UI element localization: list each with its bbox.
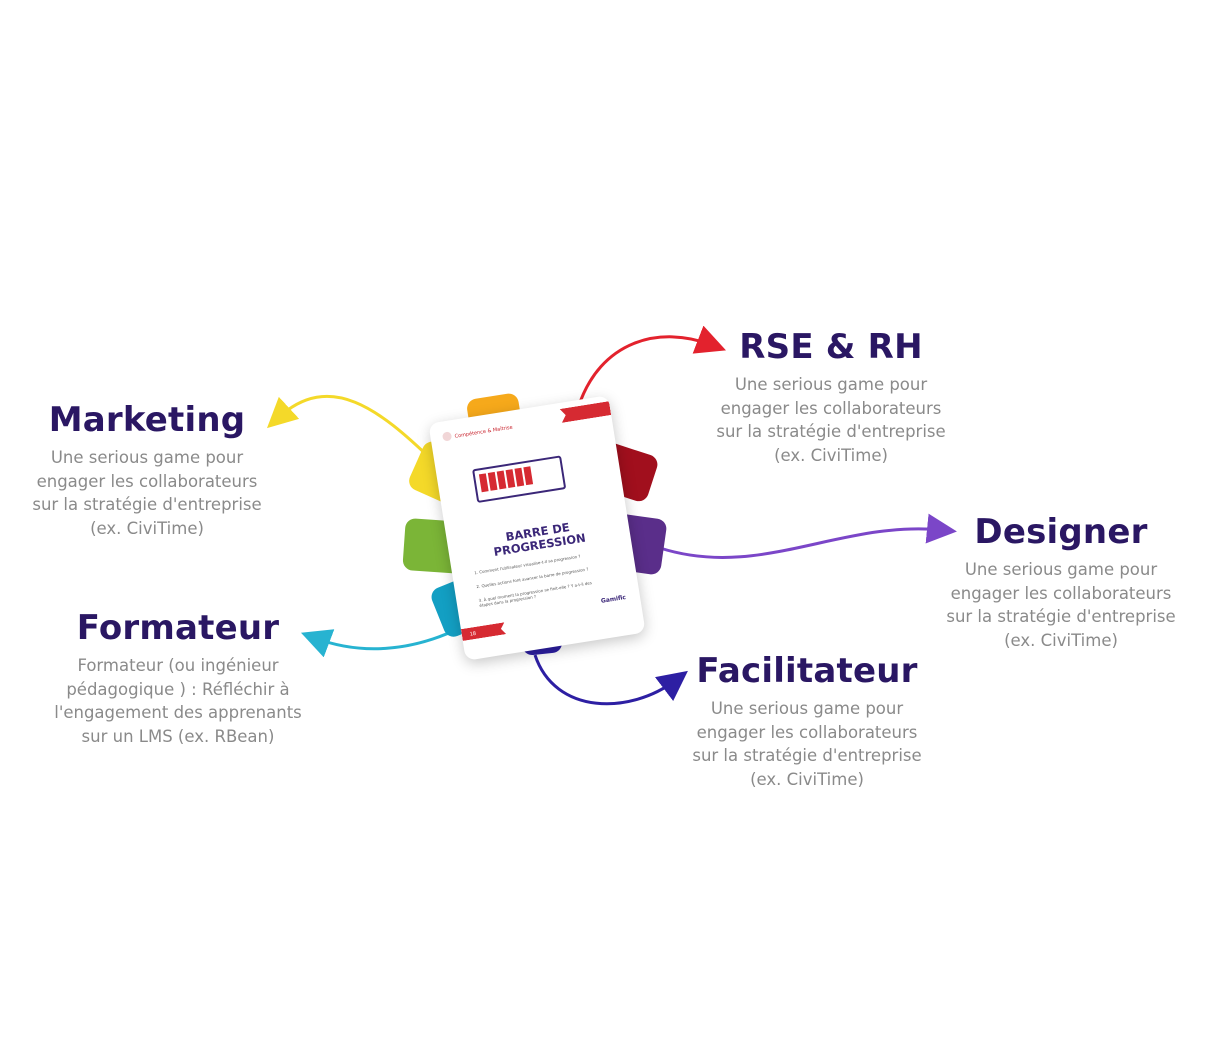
role-description: Une serious game pour engager les collab…: [946, 560, 1176, 650]
progress-bar-illustration: [472, 455, 567, 504]
role-rse: RSE & RH Une serious game pour engager l…: [700, 327, 962, 467]
role-title: Designer: [974, 512, 1148, 552]
arrow-facilitateur: [533, 654, 688, 706]
card-category: Compétence & Maîtrise: [454, 424, 514, 440]
category-icon: [441, 431, 453, 442]
card-logo: Gamific: [600, 593, 627, 605]
role-description: Une serious game pour engager les collab…: [692, 699, 922, 789]
arrow-marketing: [266, 394, 434, 462]
role-formateur: Formateur Formateur (ou ingénieur pédago…: [36, 608, 320, 748]
card-ribbon-top: [560, 401, 612, 423]
arrow-designer: [659, 513, 957, 559]
role-description: Une serious game pour engager les collab…: [32, 448, 262, 538]
role-title: Formateur: [76, 608, 280, 648]
role-title: RSE & RH: [739, 327, 923, 367]
role-designer: Designer Une serious game pour engager l…: [930, 512, 1192, 652]
arrow-rse: [576, 325, 727, 409]
role-title: Facilitateur: [696, 651, 918, 691]
game-card: Compétence & Maîtrise BARRE DE PROGRESSI…: [428, 395, 646, 661]
arrow-formateur: [300, 626, 461, 658]
role-facilitateur: Facilitateur Une serious game pour engag…: [676, 651, 938, 791]
card-ribbon-bottom: [461, 622, 506, 641]
role-title: Marketing: [48, 400, 246, 440]
role-description: Formateur (ou ingénieur pédagogique ) : …: [54, 656, 302, 746]
card-title: BARRE DE PROGRESSION: [492, 519, 587, 559]
role-marketing: Marketing Une serious game pour engager …: [16, 400, 278, 540]
role-description: Une serious game pour engager les collab…: [716, 375, 946, 465]
card-number: 18: [469, 630, 477, 638]
